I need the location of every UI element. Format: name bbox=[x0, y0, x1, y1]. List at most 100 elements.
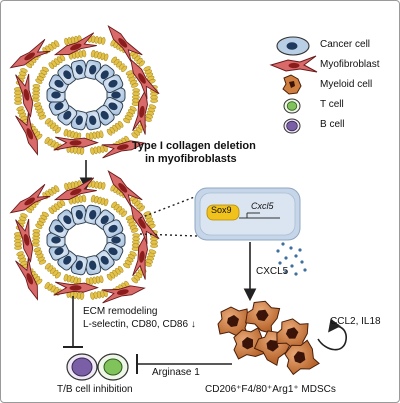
legend-myeloid-cell-label: Myeloid cell bbox=[320, 79, 373, 90]
legend-myofibroblast-icon bbox=[269, 55, 318, 73]
mdsc-cluster bbox=[217, 300, 320, 376]
myofibroblast bbox=[53, 281, 99, 296]
collagen-fibril bbox=[63, 128, 82, 141]
collagen-fibril bbox=[143, 211, 156, 229]
sox9-label: Sox9 bbox=[211, 205, 232, 215]
myofibroblast bbox=[9, 38, 51, 69]
legend-myeloid-cell-icon bbox=[282, 74, 302, 95]
step-label-line1: Type I collagen deletion bbox=[132, 140, 256, 152]
collagen-fibril bbox=[68, 194, 87, 205]
cancer-cell bbox=[102, 74, 124, 94]
collagen-fibril bbox=[14, 87, 22, 105]
sox9-box bbox=[206, 204, 240, 221]
nucleus-box bbox=[194, 187, 301, 241]
mdsc-cell bbox=[284, 339, 320, 376]
mdsc-cell bbox=[233, 327, 267, 360]
myofibroblast bbox=[101, 285, 146, 304]
cancer-cell bbox=[102, 219, 124, 239]
ecm-remodeling-label: ECM remodeling bbox=[83, 306, 158, 317]
collagen-fibril bbox=[143, 66, 156, 84]
collagen-fibril bbox=[123, 251, 137, 269]
collagen-fibril bbox=[44, 117, 61, 134]
collagen-fibril bbox=[90, 289, 108, 300]
b-cell-bottom bbox=[66, 353, 98, 381]
collagen-fibril bbox=[31, 229, 41, 247]
collagen-fibril bbox=[125, 215, 139, 233]
t-cell-bottom bbox=[97, 353, 129, 381]
legend-t-cell-icon bbox=[283, 98, 301, 114]
tumor-bottom bbox=[9, 170, 160, 304]
step-label-line2: in myofibroblasts bbox=[145, 153, 237, 165]
myofibroblast bbox=[130, 58, 160, 100]
collagen-fibril bbox=[44, 281, 62, 296]
collagen-fibril bbox=[31, 84, 41, 102]
collagen-fibril bbox=[125, 70, 139, 88]
cxcl5-dots bbox=[276, 242, 307, 276]
myofibroblast bbox=[53, 32, 97, 56]
myofibroblast bbox=[101, 140, 146, 159]
collagen-fibril bbox=[144, 249, 157, 267]
myofibroblast bbox=[107, 170, 143, 208]
legend-cancer-cell-label: Cancer cell bbox=[320, 39, 371, 50]
collagen-fibril bbox=[106, 120, 124, 136]
myofibroblast bbox=[130, 203, 160, 245]
myofibroblast-ring-bottom bbox=[9, 170, 160, 304]
tb-inhibition-label: T/B cell inhibition bbox=[57, 384, 133, 395]
collagen-fibril bbox=[85, 275, 104, 286]
cancer-cell bbox=[70, 204, 88, 225]
myofibroblast bbox=[15, 73, 34, 118]
collagen-fibril bbox=[144, 104, 157, 122]
collagen-fibril bbox=[111, 56, 128, 73]
myofibroblast bbox=[132, 88, 148, 135]
myofibroblast bbox=[15, 218, 34, 263]
myofibroblast bbox=[53, 177, 97, 201]
cancer-cell-cluster-top bbox=[46, 59, 126, 131]
mdsc-label: CD206⁺F4/80⁺Arg1⁺ MDSCs bbox=[205, 384, 336, 395]
collagen-fibril bbox=[44, 262, 61, 279]
myofibroblast bbox=[15, 257, 38, 301]
cancer-cell-cluster-bottom bbox=[46, 204, 126, 276]
collagen-fibril bbox=[35, 66, 49, 84]
zoom-line-top bbox=[139, 195, 198, 219]
collagen-fibril bbox=[48, 54, 66, 70]
collagen-fibril bbox=[33, 247, 47, 265]
cxcl5-gene-label: Cxcl5 bbox=[251, 201, 274, 211]
myofibroblast bbox=[132, 233, 148, 280]
cancer-cell bbox=[84, 110, 102, 131]
ecm-markers-label: L-selectin, CD80, CD86 ↓ bbox=[83, 319, 196, 330]
collagen-fibril bbox=[66, 290, 85, 300]
cxcl5-label: CXCL5 bbox=[256, 266, 289, 277]
legend-cancer-cell-icon bbox=[276, 36, 310, 56]
myofibroblast bbox=[15, 112, 38, 156]
collagen-fibril bbox=[85, 130, 104, 141]
collagen-fibril bbox=[111, 201, 128, 218]
myofibroblast bbox=[53, 136, 99, 151]
collagen-fibril bbox=[64, 180, 82, 191]
collagen-fibril bbox=[33, 102, 47, 120]
myofibroblast bbox=[107, 25, 143, 63]
collagen-fibril bbox=[63, 273, 82, 286]
legend-t-cell-label: T cell bbox=[320, 99, 344, 110]
collagen-fibril bbox=[14, 232, 22, 250]
autocrine-loop bbox=[317, 318, 347, 351]
legend-b-cell-icon bbox=[283, 118, 301, 134]
tumor-top bbox=[9, 25, 160, 159]
arginase-label: Arginase 1 bbox=[152, 367, 200, 378]
cancer-cell bbox=[84, 255, 102, 276]
collagen-fibril bbox=[131, 88, 141, 106]
collagen-fibril bbox=[123, 106, 137, 124]
myofibroblast bbox=[9, 183, 51, 214]
zoom-line-bottom bbox=[139, 233, 198, 237]
mdsc-cell bbox=[245, 300, 281, 335]
ccl2-il18-label: CCL2, IL18 bbox=[330, 316, 381, 327]
collagen-fibril bbox=[90, 49, 109, 62]
legend-myofibroblast-label: Myofibroblast bbox=[320, 59, 380, 70]
collagen-fibril bbox=[90, 144, 108, 155]
collagen-fibril bbox=[42, 40, 60, 55]
myofibroblast-ring-top bbox=[9, 25, 160, 159]
collagen-fibril bbox=[35, 211, 49, 229]
legend-b-cell-label: B cell bbox=[320, 119, 345, 130]
collagen-fibril bbox=[90, 194, 109, 207]
collagen-fibril bbox=[106, 265, 124, 281]
